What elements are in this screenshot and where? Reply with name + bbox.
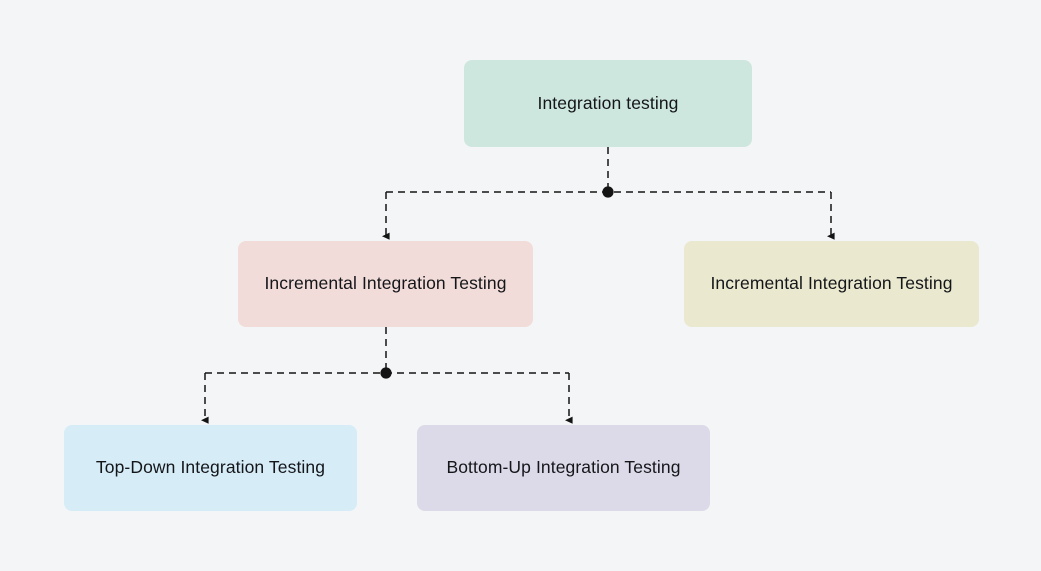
node-top-down-integration-testing[interactable]: Top-Down Integration Testing — [64, 425, 357, 511]
junction-dot-root — [602, 186, 614, 198]
node-label: Integration testing — [537, 92, 679, 113]
node-label: Top-Down Integration Testing — [95, 457, 326, 478]
node-incremental-integration-testing-left[interactable]: Incremental Integration Testing — [238, 241, 533, 327]
node-integration-testing[interactable]: Integration testing — [464, 60, 752, 147]
node-incremental-integration-testing-right[interactable]: Incremental Integration Testing — [684, 241, 979, 327]
node-label: Bottom-Up Integration Testing — [446, 457, 681, 478]
junction-dot-incremental — [380, 367, 392, 379]
node-bottom-up-integration-testing[interactable]: Bottom-Up Integration Testing — [417, 425, 710, 511]
node-label: Incremental Integration Testing — [264, 273, 507, 294]
node-label: Incremental Integration Testing — [710, 273, 953, 294]
